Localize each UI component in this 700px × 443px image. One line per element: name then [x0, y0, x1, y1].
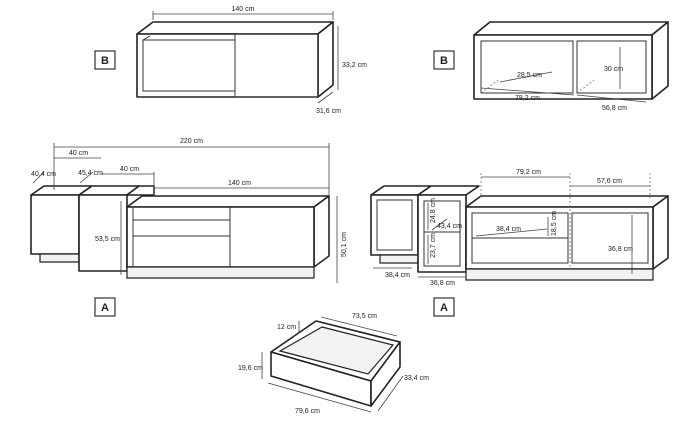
right-height-label: 36,8 cm: [608, 246, 633, 253]
tv-unit-a-front: 220 cm 40 cm 40,4 cm 45,4 cm 40 cm 140 c…: [30, 138, 348, 283]
top-height-dimension: 24,8 cm: [427, 198, 437, 230]
shelf-b-front-body: [136, 21, 334, 98]
depth-dimension: 31,6 cm: [316, 91, 341, 115]
shelf-b-inner-body: [473, 21, 669, 100]
base-width1-label: 38,4 cm: [385, 272, 410, 279]
bottom-height-dimension: 23,7 cm: [427, 233, 437, 264]
badge-b-right-label: B: [440, 55, 448, 67]
shelf-depth-dimension: 43,4 cm: [431, 218, 462, 231]
w1-label: 79,2 cm: [516, 169, 541, 176]
cab1-depth-dimension: 40,4 cm: [31, 171, 56, 184]
badge-a-right: A: [433, 297, 455, 317]
right-height-dimension: 36,8 cm: [608, 215, 633, 274]
cab3-width-label: 140 cm: [228, 180, 251, 187]
low-height-dimension: 53,5 cm: [95, 201, 122, 275]
cab1-width-label: 40 cm: [69, 150, 88, 157]
top-height-label: 24,8 cm: [430, 198, 437, 223]
right-width-label: 56,8 cm: [602, 105, 627, 112]
drawer: 73,5 cm 12 cm 19,6 cm 33,4 cm 79,6 cm: [238, 313, 429, 415]
drawer-depth-dimension: 33,4 cm: [377, 375, 429, 412]
drawer-front-height-dimension: 19,6 cm: [238, 352, 263, 379]
drawer-width-dimension: 38,4 cm: [475, 226, 548, 237]
low-height-label: 53,5 cm: [95, 236, 120, 243]
badge-b-left: B: [94, 50, 116, 70]
drawer-height-label: 18,5 cm: [551, 211, 558, 236]
drawer-width-label: 38,4 cm: [496, 226, 521, 233]
base-width2-label: 36,8 cm: [430, 280, 455, 287]
shelf-depth-label: 43,4 cm: [437, 223, 462, 230]
tv-unit-a-front-body: [30, 185, 330, 279]
height-label: 33,2 cm: [342, 62, 367, 69]
drawer-inner-width-label: 73,5 cm: [352, 313, 377, 320]
inner-height-small-dimension: 28,5 cm: [499, 71, 553, 83]
total-width-label: 220 cm: [180, 138, 203, 145]
badge-a-right-label: A: [440, 302, 448, 314]
height-dimension: 33,2 cm: [337, 26, 367, 90]
badge-a-left: A: [94, 297, 116, 317]
w2-label: 57,6 cm: [597, 178, 622, 185]
drawer-front-width-label: 79,6 cm: [295, 408, 320, 415]
shelf-b-front: 140 cm 33,2 cm 31,6 cm: [136, 6, 367, 115]
drawer-body: [270, 320, 401, 407]
drawer-inner-height-dimension: 12 cm: [277, 321, 300, 333]
drawer-inner-width-dimension: 73,5 cm: [320, 313, 398, 337]
drawer-front-height-label: 19,6 cm: [238, 365, 263, 372]
width-dimension: 140 cm: [152, 6, 334, 20]
base-width1-dimension: 38,4 cm: [373, 267, 412, 279]
shelf-b-inner: 28,5 cm 30 cm 78,2 cm 56,8 cm: [473, 21, 669, 112]
drawer-inner-height-label: 12 cm: [277, 324, 296, 331]
drawer-front-width-dimension: 79,6 cm: [267, 382, 372, 415]
cab2-width-label: 40 cm: [120, 166, 139, 173]
badge-b-right: B: [433, 50, 455, 70]
total-width-dimension: 220 cm: [53, 138, 330, 196]
right-width-dimension: 56,8 cm: [576, 94, 647, 112]
cab2-width-dimension: 40 cm: [101, 166, 154, 175]
depth-label: 31,6 cm: [316, 108, 341, 115]
drawer-depth-label: 33,4 cm: [404, 375, 429, 382]
badge-b-left-label: B: [101, 55, 109, 67]
cab1-width-dimension: 40 cm: [54, 150, 101, 159]
left-width-dimension: 78,2 cm: [480, 87, 575, 102]
cab1-depth-label: 40,4 cm: [31, 171, 56, 178]
drawer-height-dimension: 18,5 cm: [547, 211, 558, 236]
w1-dimension: 79,2 cm: [480, 169, 571, 270]
inner-height-label: 30 cm: [604, 66, 623, 73]
left-width-label: 78,2 cm: [515, 95, 540, 102]
bottom-height-label: 23,7 cm: [430, 233, 437, 258]
width-label: 140 cm: [232, 6, 255, 13]
inner-height-small-label: 28,5 cm: [517, 72, 542, 79]
tv-unit-a-inner: 79,2 cm 57,6 cm 24,8 cm 43,4 cm 23,7 cm …: [370, 169, 669, 287]
w2-dimension: 57,6 cm: [570, 173, 651, 198]
tv-unit-a-inner-body: [370, 185, 669, 281]
total-height-dimension: 50,1 cm: [336, 196, 348, 283]
cab3-width-dimension: 140 cm: [153, 172, 329, 196]
step-depth-dimension: 45,4 cm: [78, 170, 103, 184]
inner-height-dimension: 30 cm: [604, 47, 623, 89]
step-depth-label: 45,4 cm: [78, 170, 103, 177]
badge-a-left-label: A: [101, 302, 109, 314]
total-height-label: 50,1 cm: [341, 232, 348, 257]
base-width2-dimension: 36,8 cm: [418, 276, 466, 287]
